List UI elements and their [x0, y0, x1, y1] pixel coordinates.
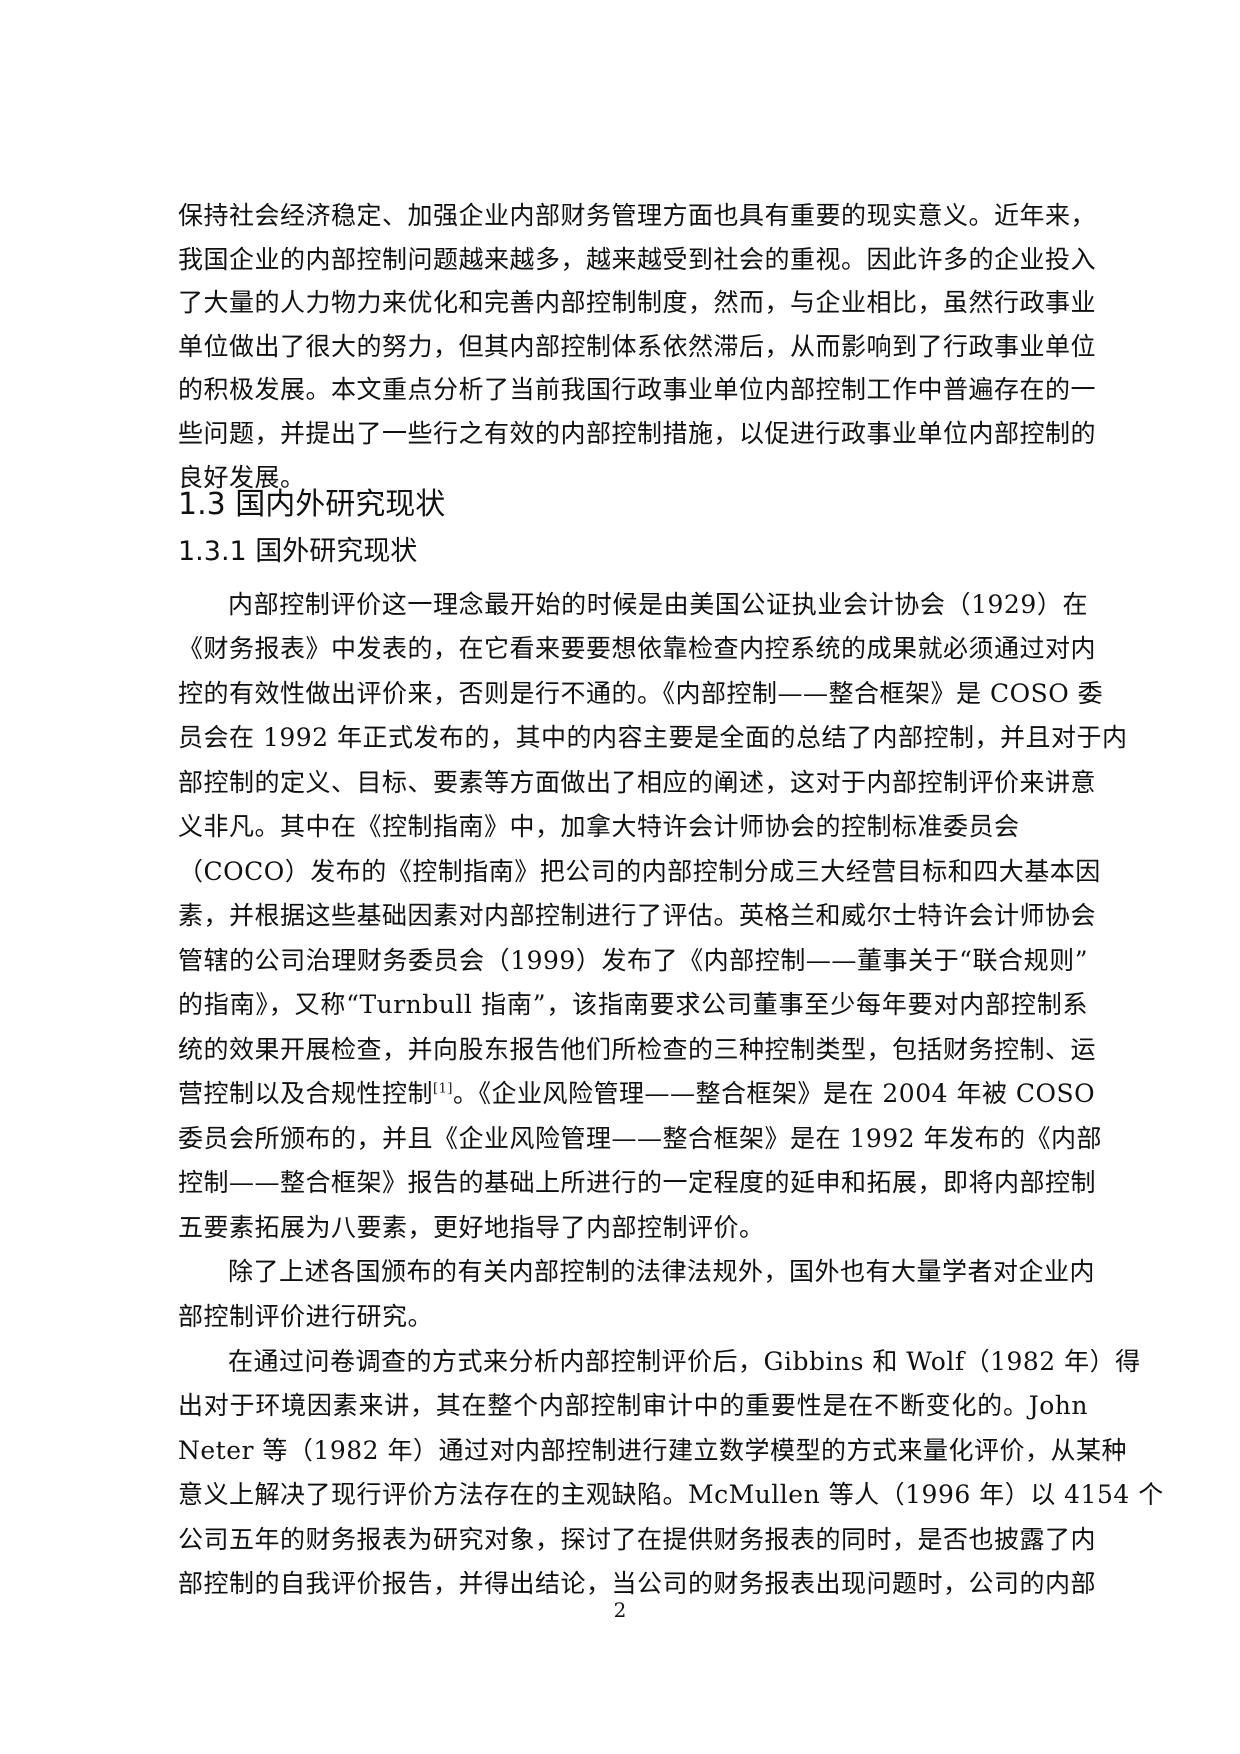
text-line: 统的效果开展检查，并向股东报告他们所检查的三种控制类型，包括财务控制、运	[178, 1034, 1097, 1064]
section-heading: 1.3 国内外研究现状	[178, 486, 446, 522]
text-line: 单位做出了很大的努力，但其内部控制体系依然滞后，从而影响到了行政事业单位	[178, 331, 1097, 361]
text-line: 内部控制评价这一理念最开始的时候是由美国公证执业会计协会（1929）在	[228, 589, 1088, 619]
text-line: 在通过问卷调查的方式来分析内部控制评价后，Gibbins 和 Wolf（1982…	[228, 1346, 1141, 1376]
text-line: 部控制评价进行研究。	[178, 1301, 434, 1331]
text-line: 了大量的人力物力来优化和完善内部控制制度，然而，与企业相比，虽然行政事业	[178, 288, 1097, 318]
citation-reference[interactable]: [1]	[433, 1082, 453, 1098]
text-line: 些问题，并提出了一些行之有效的内部控制措施，以促进行政事业单位内部控制的	[178, 419, 1097, 448]
text-segment: 营控制以及合规性控制	[178, 1079, 434, 1109]
text-line: 的指南》，又称“Turnbull 指南”，该指南要求公司董事至少每年要对内部控制…	[178, 990, 1088, 1020]
text-line: 公司五年的财务报表为研究对象，探讨了在提供财务报表的同时，是否也披露了内	[178, 1524, 1097, 1554]
text-line: 除了上述各国颁布的有关内部控制的法律法规外，国外也有大量学者对企业内	[228, 1257, 1096, 1287]
text-line: 控的有效性做出评价来，否则是行不通的。《内部控制——整合框架》是 COSO 委	[178, 678, 1104, 708]
text-line: Neter 等（1982 年）通过对内部控制进行建立数学模型的方式来量化评价，从…	[178, 1435, 1127, 1465]
text-line: 管辖的公司治理财务委员会（1999）发布了《内部控制——董事关于“联合规则”	[178, 945, 1088, 975]
text-line: 出对于环境因素来讲，其在整个内部控制审计中的重要性是在不断变化的。John	[178, 1391, 1088, 1420]
page-number: 2	[613, 1598, 627, 1622]
text-line: 素，并根据这些基础因素对内部控制进行了评估。英格兰和威尔士特许会计师协会	[178, 901, 1097, 931]
text-line: 《财务报表》中发表的，在它看来要要想依靠检查内控系统的成果就必须通过对内	[178, 634, 1097, 664]
text-line: 义非凡。其中在《控制指南》中，加拿大特许会计师协会的控制标准委员会	[178, 812, 1020, 842]
text-line: 部控制的定义、目标、要素等方面做出了相应的阐述，这对于内部控制评价来讲意	[178, 767, 1097, 797]
subsection-heading: 1.3.1 国外研究现状	[178, 535, 418, 567]
text-line: 良好发展。	[178, 462, 306, 492]
text-line: 保持社会经济稳定、加强企业内部财务管理方面也具有重要的现实意义。近年来，	[178, 201, 1097, 230]
text-line: 意义上解决了现行评价方法存在的主观缺陷。McMullen 等人（1996 年）以…	[178, 1480, 1164, 1509]
text-line: 的积极发展。本文重点分析了当前我国行政事业单位内部控制工作中普遍存在的一	[178, 375, 1097, 405]
text-line: 营控制以及合规性控制[1]。《企业风险管理——整合框架》是在 2004 年被 C…	[178, 1070, 1095, 1118]
text-line: 委员会所颁布的，并且《企业风险管理——整合框架》是在 1992 年发布的《内部	[178, 1123, 1103, 1153]
text-line: 员会在 1992 年正式发布的，其中的内容主要是全面的总结了内部控制，并且对于内	[178, 723, 1128, 753]
text-line: 部控制的自我评价报告，并得出结论，当公司的财务报表出现问题时，公司的内部	[178, 1569, 1097, 1598]
text-segment: 。《企业风险管理——整合框架》是在 2004 年被 COSO	[452, 1079, 1096, 1109]
text-line: 控制——整合框架》报告的基础上所进行的一定程度的延申和拓展，即将内部控制	[178, 1168, 1097, 1198]
text-line: 我国企业的内部控制问题越来越多，越来越受到社会的重视。因此许多的企业投入	[178, 244, 1097, 274]
text-line: 五要素拓展为八要素，更好地指导了内部控制评价。	[178, 1212, 765, 1242]
text-line: （COCO）发布的《控制指南》把公司的内部控制分成三大经营目标和四大基本因	[178, 856, 1101, 886]
